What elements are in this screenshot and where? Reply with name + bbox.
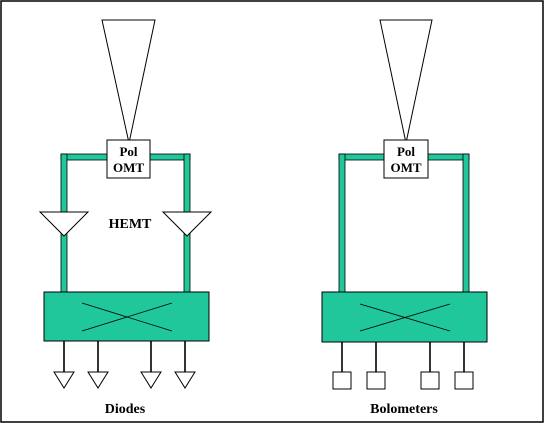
- diode-icon: [140, 371, 162, 389]
- left-hemt-amplifier-1: [38, 211, 90, 237]
- left-omt-line1: Pol: [119, 144, 137, 159]
- hemt-label: HEMT: [109, 217, 152, 232]
- right-omt-box: [383, 139, 429, 179]
- left-omt-box: [106, 139, 151, 179]
- diodes-label: Diodes: [105, 402, 146, 417]
- left-hemt-amplifier-2: [161, 211, 213, 237]
- diode-detectors: [53, 371, 196, 389]
- bolometer-icon: [366, 371, 386, 390]
- diode-icon: [87, 371, 109, 389]
- right-hybrid-block: [321, 291, 488, 343]
- right-feed-horn: [379, 19, 433, 144]
- bolometer-icon: [420, 371, 440, 390]
- bolometers-label: Bolometers: [370, 402, 438, 417]
- left-receiver-chain: Pol OMT HEMT Diodes: [38, 19, 213, 417]
- left-hybrid-cross-b: [81, 302, 173, 332]
- bolometer-detectors: [332, 371, 474, 390]
- diode-icon: [174, 371, 196, 389]
- right-omt-line2: OMT: [390, 160, 421, 175]
- bolometer-icon: [332, 371, 352, 390]
- right-omt-line1: Pol: [397, 144, 415, 159]
- right-receiver-chain: Pol OMT Bolometers: [321, 19, 488, 417]
- right-hybrid-cross-b: [359, 303, 451, 332]
- left-output-leads: [63, 341, 186, 372]
- diode-icon: [53, 371, 75, 389]
- bolometer-icon: [454, 371, 474, 390]
- left-omt-line2: OMT: [113, 160, 144, 175]
- left-feed-horn: [101, 19, 156, 144]
- right-output-leads: [341, 342, 465, 372]
